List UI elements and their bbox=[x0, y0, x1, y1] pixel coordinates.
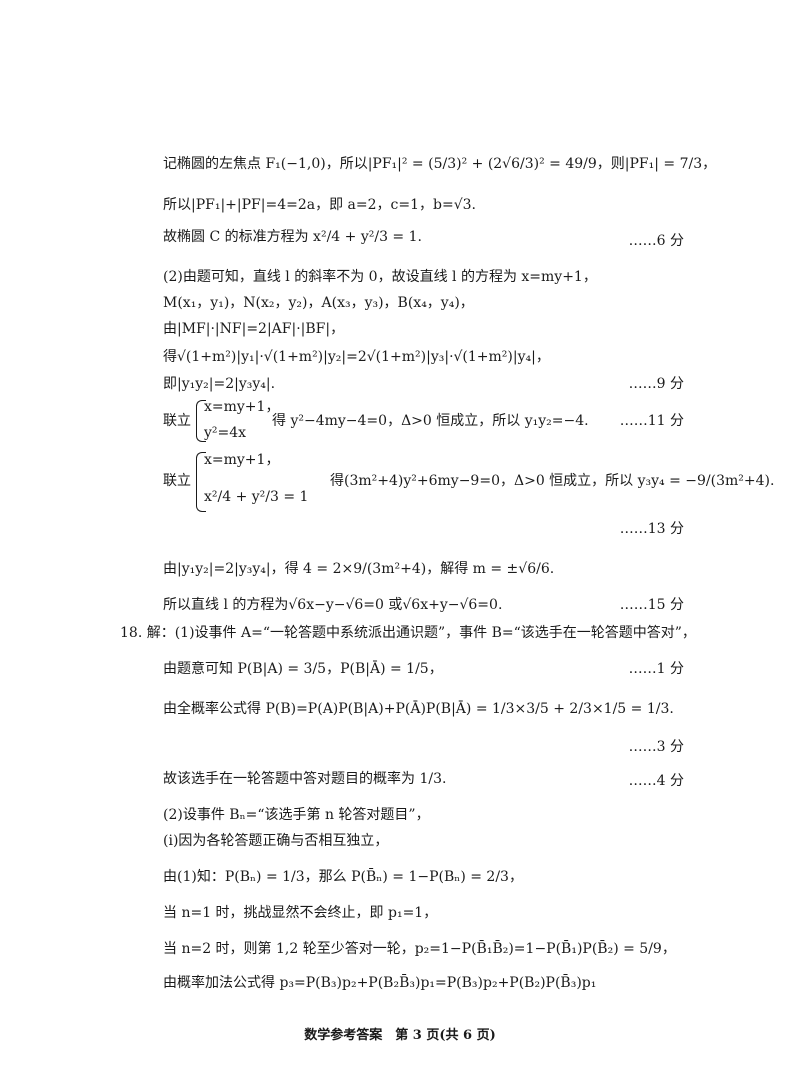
score-15: ……15 分 bbox=[619, 597, 684, 613]
line-independence: (i)因为各轮答题正确与否相互独立， bbox=[163, 833, 389, 849]
line-part2-setup: (2)由题可知，直线 l 的斜率不为 0，故设直线 l 的方程为 x=my+1， bbox=[163, 269, 597, 285]
system1-eq2: y²=4x bbox=[204, 425, 247, 441]
line-condition: 由|MF|·|NF|=2|AF|·|BF|， bbox=[163, 321, 345, 337]
score-3: ……3 分 bbox=[628, 739, 684, 755]
line-p2: 当 n=2 时，则第 1,2 轮至少答对一轮，p₂=1−P(B̄₁B̄₂)=1−… bbox=[163, 941, 676, 957]
line-system1-label: 联立 bbox=[163, 413, 191, 429]
system2-eq1: x=my+1， bbox=[204, 452, 280, 468]
line-p1: 当 n=1 时，挑战显然不会终止，即 p₁=1， bbox=[163, 905, 438, 921]
line-line-equation: 所以直线 l 的方程为√6x−y−√6=0 或√6x+y−√6=0. bbox=[163, 597, 503, 613]
line-system1-result: 得 y²−4my−4=0，Δ>0 恒成立，所以 y₁y₂=−4. bbox=[272, 413, 589, 429]
page-footer: 数学参考答案 第 3 页(共 6 页) bbox=[304, 1028, 496, 1043]
line-a-c-b: 所以|PF₁|+|PF|=4=2a，即 a=2，c=1，b=√3. bbox=[163, 197, 476, 213]
system2-brace bbox=[196, 452, 206, 512]
score-4: ……4 分 bbox=[628, 773, 684, 789]
line-ellipse-equation: 故椭圆 C 的标准方程为 x²/4 + y²/3 = 1. bbox=[163, 229, 422, 245]
line-q18-events: 18. 解：(1)设事件 A=“一轮答题中系统派出通识题”，事件 B=“该选手在… bbox=[120, 625, 696, 641]
line-y-relation: 即|y₁y₂|=2|y₃y₄|. bbox=[163, 376, 276, 392]
line-part2-event: (2)设事件 Bₙ=“该选手第 n 轮答对题目”， bbox=[163, 807, 430, 823]
line-pbn: 由(1)知：P(Bₙ) = 1/3，那么 P(B̄ₙ) = 1−P(Bₙ) = … bbox=[163, 869, 523, 885]
score-11: ……11 分 bbox=[619, 413, 684, 429]
system1-brace bbox=[196, 400, 206, 442]
system2-eq2: x²/4 + y²/3 = 1 bbox=[204, 489, 309, 505]
score-1: ……1 分 bbox=[628, 661, 684, 677]
line-focus-distance: 记椭圆的左焦点 F₁(−1,0)，所以|PF₁|² = (5/3)² + (2√… bbox=[163, 156, 717, 172]
score-9: ……9 分 bbox=[628, 376, 684, 392]
line-system2-result: 得(3m²+4)y²+6my−9=0，Δ>0 恒成立，所以 y₃y₄ = −9/… bbox=[330, 473, 775, 489]
line-points: M(x₁，y₁)，N(x₂，y₂)，A(x₃，y₃)，B(x₄，y₄)， bbox=[163, 295, 474, 311]
line-p3: 由概率加法公式得 p₃=P(B₃)p₂+P(B₂B̄₃)p₁=P(B₃)p₂+P… bbox=[163, 975, 597, 991]
line-system2-label: 联立 bbox=[163, 473, 191, 489]
line-conditional-probs: 由题意可知 P(B|A) = 3/5，P(B|Ā) = 1/5， bbox=[163, 661, 443, 677]
system1-eq1: x=my+1， bbox=[204, 399, 280, 415]
line-total-probability: 由全概率公式得 P(B)=P(A)P(B|A)+P(Ā)P(B|Ā) = 1/3… bbox=[163, 701, 674, 717]
line-conclusion-prob: 故该选手在一轮答题中答对题目的概率为 1/3. bbox=[163, 771, 447, 787]
line-sqrt-expansion: 得√(1+m²)|y₁|·√(1+m²)|y₂|=2√(1+m²)|y₃|·√(… bbox=[163, 349, 550, 365]
score-6: ……6 分 bbox=[628, 233, 684, 249]
line-solve-m: 由|y₁y₂|=2|y₃y₄|，得 4 = 2×9/(3m²+4)，解得 m =… bbox=[163, 561, 555, 577]
score-13: ……13 分 bbox=[619, 521, 684, 537]
